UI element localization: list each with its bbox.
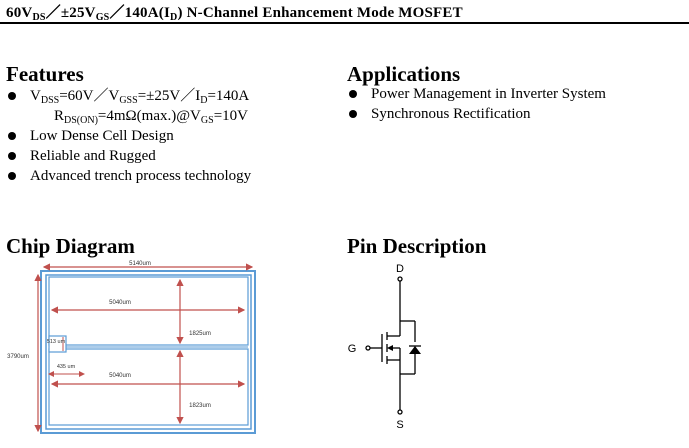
chip-diagram: 5140um 3790um 5040um 5040um 1825um 1823u… <box>7 261 256 434</box>
top-height-label: 1825um <box>189 331 211 337</box>
title-underline <box>0 22 689 24</box>
width-dimension-label: 5140um <box>129 261 151 267</box>
drain-label: D <box>396 263 404 275</box>
die-inner-border <box>45 274 252 430</box>
bullet-icon <box>8 132 16 140</box>
bottom-height-label: 1823um <box>189 403 211 409</box>
feature-item: Reliable and Rugged <box>6 146 251 166</box>
feature-item: Advanced trench process technology <box>6 166 251 186</box>
pad-offset-label: 435 um <box>57 364 76 370</box>
gate-label: G <box>348 343 357 355</box>
body-diode-icon <box>409 346 421 354</box>
features-list: VDSS=60V／VGSS=±25V／ID=140A RDS(ON)=4mΩ(m… <box>6 86 251 186</box>
bullet-icon <box>349 110 357 118</box>
top-cell <box>48 276 249 346</box>
top-inner-width-label: 5040um <box>109 300 131 306</box>
source-label: S <box>396 419 403 431</box>
chip-diagram-heading: Chip Diagram <box>6 234 135 258</box>
pin-description-heading: Pin Description <box>347 234 487 258</box>
application-item: Synchronous Rectification <box>347 104 606 124</box>
bottom-inner-width-label: 5040um <box>109 373 131 379</box>
document-title: 60VDS／±25VGS／140A(ID) N-Channel Enhancem… <box>6 5 463 23</box>
pad-size-label: 513 um <box>47 339 66 345</box>
applications-heading: Applications <box>347 62 461 86</box>
feature-rds-item: RDS(ON)=4mΩ(max.)@VGS=10V <box>54 108 248 126</box>
source-terminal-icon <box>397 409 403 415</box>
bullet-icon <box>8 172 16 180</box>
gate-terminal-icon <box>365 345 371 351</box>
drain-terminal-icon <box>397 276 403 282</box>
bullet-icon <box>8 92 16 100</box>
bullet-icon <box>8 152 16 160</box>
applications-list: Power Management in Inverter System Sync… <box>347 84 606 124</box>
feature-item: Low Dense Cell Design <box>6 126 251 146</box>
channel-arrow-icon <box>387 345 393 351</box>
bottom-cell <box>48 348 249 426</box>
die-outer-border <box>40 270 256 434</box>
feature-spec-item: VDSS=60V／VGSS=±25V／ID=140A <box>6 86 251 106</box>
gate-pad <box>48 335 67 353</box>
mosfet-symbol: D G S <box>348 263 421 431</box>
bullet-icon <box>349 90 357 98</box>
application-item: Power Management in Inverter System <box>347 84 606 104</box>
features-heading: Features <box>6 62 84 86</box>
height-dimension-label: 3790um <box>7 354 29 360</box>
